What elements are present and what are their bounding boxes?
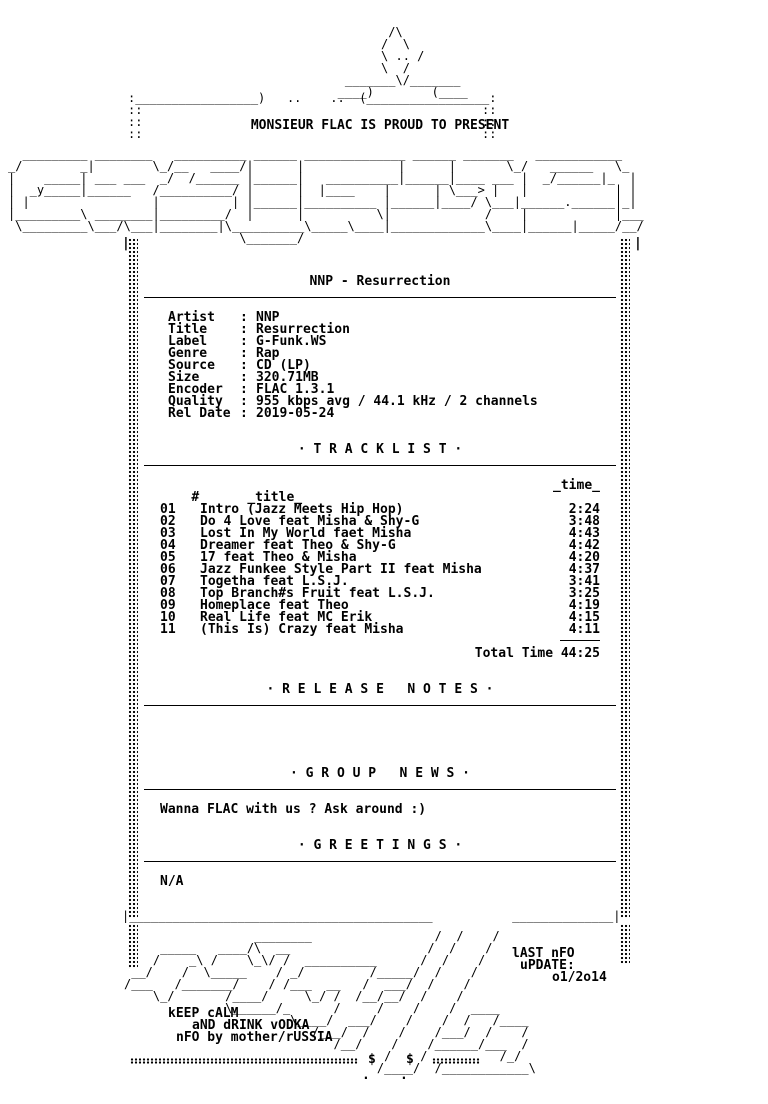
footer-left-dots: [128, 924, 138, 968]
info-row-source: Source:CD (LP): [168, 358, 311, 373]
dollar-right: $: [406, 1052, 414, 1067]
release-notes-heading: · R E L E A S E N O T E S ·: [266, 682, 494, 697]
footer-logo-art: ________ / / / _____ ____/\ __ / / / / _…: [124, 929, 536, 1075]
left-border-dots: [128, 238, 138, 918]
drink-vodka-line: aND dRINK vODKA: [192, 1018, 310, 1033]
footer-bottom-dots-mid: [432, 1058, 480, 1064]
greetings-heading: · G R E E T I N G S ·: [297, 838, 463, 853]
info-row-genre: Genre:Rap: [168, 346, 280, 361]
info-row-encoder: Encoder:FLAC 1.3.1: [168, 382, 335, 397]
last-nfo-label: lAST nFO: [512, 946, 575, 961]
box-corner-right: |: [634, 236, 642, 251]
dollar-left: $: [368, 1052, 376, 1067]
info-row-label: Label:G-Funk.WS: [168, 334, 327, 349]
footer-right-dots: [620, 924, 630, 964]
box-corner-left: |: [122, 236, 130, 251]
total-time: Total Time 44:25: [474, 646, 600, 661]
group-news-rule: [144, 789, 616, 790]
release-title: NNP - Resurrection: [309, 274, 451, 289]
group-logo-art: _________ ________ __________ ______ ___…: [8, 147, 644, 245]
greetings-text: N/A: [160, 874, 184, 889]
info-row-title: Title:Resurrection: [168, 322, 350, 337]
present-heading: MONSIEUR FLAC IS PROUD TO PRESENT: [250, 118, 510, 133]
info-row-artist: Artist:NNP: [168, 310, 280, 325]
right-border-dots: [620, 238, 630, 918]
footer-bottom-dots-left: [130, 1058, 358, 1064]
bottom-dot-left: .: [362, 1068, 370, 1083]
release-notes-rule: [144, 705, 616, 706]
nfo-by-line: nFO by mother/rUSSIA: [176, 1030, 333, 1045]
header-roof-art: :_________________) .. .. (_____________…: [128, 91, 497, 141]
bottom-dot-right: .: [400, 1068, 408, 1083]
title-rule: [144, 297, 616, 298]
tracklist-heading: · T R A C K L I S T ·: [297, 442, 463, 457]
group-news-heading: · G R O U P N E W S ·: [289, 766, 470, 781]
info-row-size: Size:320.71MB: [168, 370, 319, 385]
tracklist-header-row: #_title_ _time_: [191, 478, 600, 505]
group-news-text: Wanna FLAC with us ? Ask around :): [160, 802, 427, 817]
tracklist-rule: [144, 465, 616, 466]
total-time-rule: [560, 640, 600, 641]
greetings-rule: [144, 861, 616, 862]
keep-calm-line: kEEP cALM: [168, 1006, 239, 1021]
update-label: uPDATE:: [520, 958, 575, 973]
last-update-date: o1/2o14: [552, 970, 607, 985]
info-row-quality: Quality:955 kbps avg / 44.1 kHz / 2 chan…: [168, 394, 538, 409]
info-row-rel-date: Rel Date:2019-05-24: [168, 406, 335, 421]
box-bottom-art: |_______________________________________…: [122, 909, 621, 923]
header-diamond-art: /\ / \ \ .. / \ / _______\/_______ ____)…: [337, 25, 468, 99]
